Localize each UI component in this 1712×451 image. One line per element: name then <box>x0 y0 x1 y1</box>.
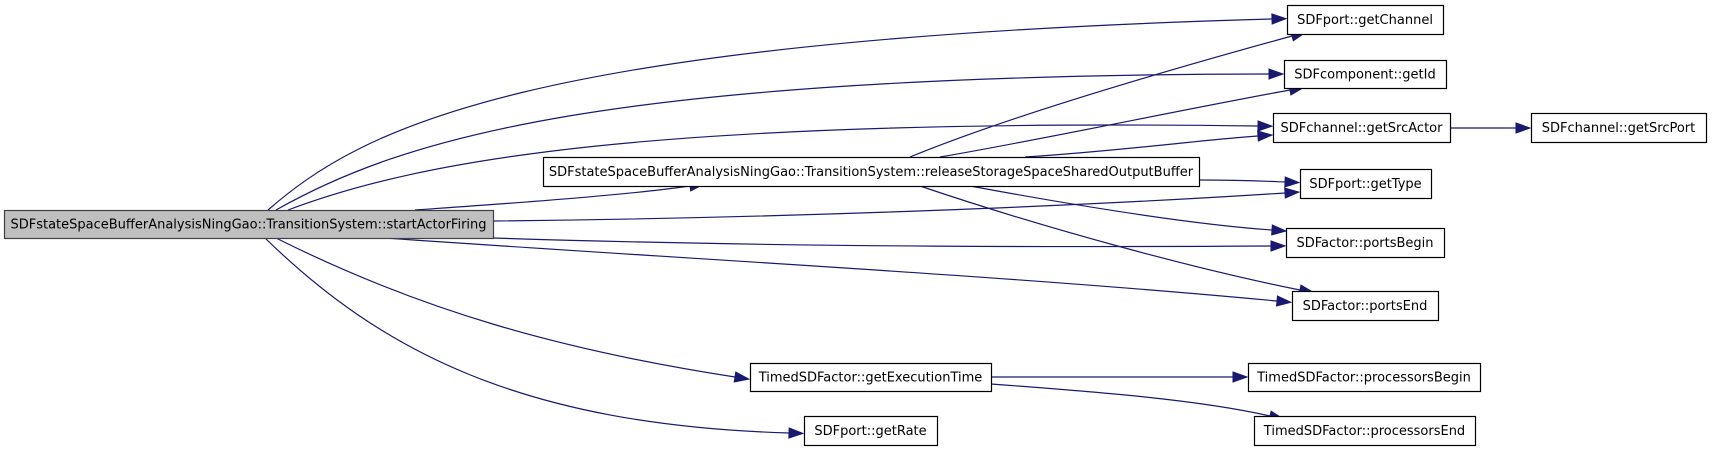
node-box[interactable] <box>749 362 993 393</box>
node-box[interactable] <box>1247 362 1482 393</box>
node-label: TimedSDFactor::getExecutionTime <box>758 371 983 386</box>
node-label: SDFstateSpaceBufferAnalysisNingGao::Tran… <box>10 218 486 233</box>
node-getExecutionTime[interactable]: TimedSDFactor::getExecutionTime <box>749 362 993 393</box>
node-box[interactable] <box>542 156 1201 188</box>
node-label: TimedSDFactor::processorsBegin <box>1256 371 1471 386</box>
node-getId[interactable]: SDFcomponent::getId <box>1283 59 1448 90</box>
node-label: SDFactor::portsBegin <box>1296 236 1433 251</box>
node-label: SDFport::getChannel <box>1297 13 1433 28</box>
edge-release-to-getSrcActor <box>1024 135 1259 158</box>
edge-getExecutionTime-to-processorsEnd <box>990 383 1271 417</box>
arrowhead-icon <box>1232 371 1249 383</box>
edge-release-to-portsBegin <box>969 185 1273 231</box>
node-root[interactable]: SDFstateSpaceBufferAnalysisNingGao::Tran… <box>3 209 495 240</box>
node-getSrcPort[interactable]: SDFchannel::getSrcPort <box>1530 112 1708 144</box>
edge-release-to-getType <box>1198 179 1286 183</box>
node-processorsEnd[interactable]: TimedSDFactor::processorsEnd <box>1253 415 1477 447</box>
arrowhead-icon <box>1257 120 1274 132</box>
node-box[interactable] <box>1299 168 1433 200</box>
node-release[interactable]: SDFstateSpaceBufferAnalysisNingGao::Tran… <box>542 156 1201 188</box>
edge-root-to-getExecutionTime <box>275 237 736 378</box>
node-processorsBegin[interactable]: TimedSDFactor::processorsBegin <box>1247 362 1482 393</box>
arrowhead-icon <box>1284 187 1301 199</box>
edge-root-to-portsBegin <box>492 237 1272 248</box>
node-box[interactable] <box>1286 4 1445 36</box>
arrowhead-icon <box>1271 13 1288 25</box>
node-portsEnd[interactable]: SDFactor::portsEnd <box>1291 290 1440 322</box>
edge-root-to-getRate <box>264 237 790 434</box>
node-getRate[interactable]: SDFport::getRate <box>803 415 939 447</box>
node-getType[interactable]: SDFport::getType <box>1299 168 1433 200</box>
arrowhead-icon <box>788 427 805 439</box>
arrowhead-icon <box>1284 176 1301 188</box>
edge-root-to-getSrcActor <box>287 124 1259 211</box>
edge-release-to-portsEnd <box>919 185 1301 291</box>
node-label: SDFstateSpaceBufferAnalysisNingGao::Tran… <box>549 165 1194 180</box>
arrowhead-icon <box>1275 295 1293 307</box>
node-label: TimedSDFactor::processorsEnd <box>1263 424 1465 439</box>
node-label: SDFcomponent::getId <box>1294 68 1435 83</box>
node-box[interactable] <box>3 209 495 240</box>
node-box[interactable] <box>1283 59 1448 90</box>
arrowhead-icon <box>1268 68 1285 80</box>
node-getChannel[interactable]: SDFport::getChannel <box>1286 4 1445 36</box>
node-box[interactable] <box>1530 112 1708 144</box>
node-box[interactable] <box>1291 290 1440 322</box>
node-getSrcActor[interactable]: SDFchannel::getSrcActor <box>1272 112 1452 144</box>
edge-root-to-getType <box>492 192 1286 222</box>
node-box[interactable] <box>803 415 939 447</box>
node-box[interactable] <box>1272 112 1452 144</box>
node-label: SDFactor::portsEnd <box>1303 299 1428 314</box>
arrowhead-icon <box>1271 224 1288 236</box>
node-label: SDFchannel::getSrcActor <box>1281 121 1444 136</box>
edge-release-to-getChannel <box>909 35 1293 158</box>
node-portsBegin[interactable]: SDFactor::portsBegin <box>1285 227 1446 259</box>
edge-root-to-getChannel <box>267 18 1273 211</box>
node-box[interactable] <box>1285 227 1446 259</box>
node-label: SDFchannel::getSrcPort <box>1542 121 1696 136</box>
node-label: SDFport::getType <box>1309 177 1421 192</box>
edges-layer <box>264 13 1532 439</box>
edge-root-to-getId <box>275 73 1270 211</box>
edge-root-to-portsEnd <box>384 237 1278 302</box>
node-box[interactable] <box>1253 415 1477 447</box>
nodes-layer: SDFstateSpaceBufferAnalysisNingGao::Tran… <box>3 4 1708 447</box>
edge-release-to-getId <box>939 89 1291 158</box>
node-label: SDFport::getRate <box>814 424 926 439</box>
arrowhead-icon <box>1515 122 1532 134</box>
arrowhead-icon <box>733 371 751 383</box>
edge-root-to-release <box>414 185 691 211</box>
arrowhead-icon <box>1270 240 1287 252</box>
arrowhead-icon <box>1257 130 1274 142</box>
